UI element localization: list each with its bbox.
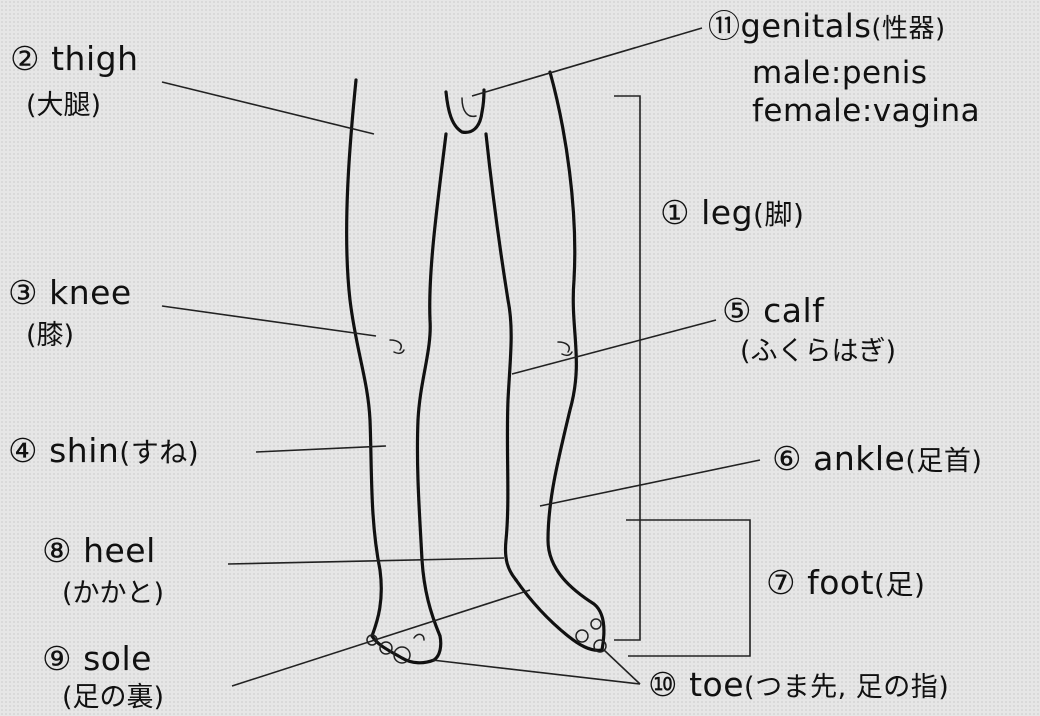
knee-term: knee	[49, 273, 132, 312]
right-leg-outer-contour	[548, 72, 604, 650]
left-knee-crease	[390, 340, 404, 353]
foot-bracket	[626, 520, 750, 656]
genitals-female: female:vagina	[752, 96, 980, 127]
ankle-japanese: (足首)	[905, 446, 982, 477]
label-ankle: ⑥ ankle(足首)	[772, 442, 982, 475]
label-foot: ⑦ foot(足)	[766, 566, 925, 599]
knee-japanese: (膝)	[26, 322, 74, 349]
toe-number: ⑩	[648, 665, 678, 704]
foot-term: foot	[807, 563, 874, 602]
heel-japanese: (かかと)	[62, 580, 164, 607]
calf-leader-line	[512, 320, 716, 374]
genitals-number: ⑪	[708, 7, 741, 45]
sole-term: sole	[83, 639, 152, 678]
genitals-male: male:penis	[752, 58, 928, 89]
right-toe-1	[576, 630, 588, 642]
sole-number: ⑨	[42, 639, 72, 678]
label-thigh: ② thigh	[10, 42, 138, 75]
label-knee: ③ knee	[8, 276, 132, 309]
toe-japanese: (つま先, 足の指)	[744, 672, 949, 703]
knee-number: ③	[8, 273, 38, 312]
left-leg-inner-contour	[417, 134, 446, 636]
thigh-leader-line	[162, 82, 374, 134]
left-foot-outline	[372, 636, 441, 663]
thigh-number: ②	[10, 39, 40, 78]
heel-number: ⑧	[42, 531, 72, 570]
heel-leader-line	[228, 558, 504, 564]
sole-japanese: (足の裏)	[62, 684, 164, 711]
label-sole: ⑨ sole	[42, 642, 152, 675]
left-leg-outer-contour	[347, 80, 382, 636]
toe-leader-line-right	[604, 650, 640, 684]
shin-number: ④	[8, 431, 38, 470]
shin-leader-line	[256, 446, 386, 452]
knee-leader-line	[162, 306, 376, 336]
label-toe: ⑩ toe(つま先, 足の指)	[648, 668, 949, 701]
genital-area-detail	[462, 98, 476, 116]
ankle-number: ⑥	[772, 439, 802, 478]
label-genitals: ⑪genitals(性器)	[708, 10, 946, 42]
leg-japanese: (脚)	[753, 198, 804, 231]
thigh-term: thigh	[51, 39, 138, 78]
shin-japanese: (すね)	[119, 436, 199, 469]
label-heel: ⑧ heel	[42, 534, 156, 567]
calf-term: calf	[763, 291, 824, 330]
leg-number: ①	[660, 193, 690, 232]
foot-japanese: (足)	[874, 568, 925, 601]
heel-term: heel	[83, 531, 156, 570]
genitals-term: genitals	[741, 7, 872, 45]
right-leg-inner-contour	[486, 134, 516, 580]
genitals-leader-line	[472, 28, 702, 96]
foot-number: ⑦	[766, 563, 796, 602]
right-knee-crease	[558, 342, 572, 355]
toe-leader-line-left	[432, 660, 640, 684]
thigh-japanese: (大腿)	[26, 92, 101, 119]
left-toe-crease	[414, 634, 424, 640]
label-leg: ① leg(脚)	[660, 196, 804, 229]
genitals-japanese: (性器)	[871, 14, 945, 44]
calf-number: ⑤	[722, 291, 752, 330]
toe-term: toe	[689, 665, 744, 704]
leg-term: leg	[701, 193, 753, 232]
right-toe-2	[591, 619, 601, 629]
label-calf: ⑤ calf	[722, 294, 824, 327]
shin-term: shin	[49, 431, 119, 470]
leg-bracket	[614, 96, 640, 640]
calf-japanese: (ふくらはぎ)	[740, 338, 896, 365]
ankle-leader-line	[540, 460, 760, 506]
ankle-term: ankle	[813, 439, 905, 478]
label-shin: ④ shin(すね)	[8, 434, 199, 467]
